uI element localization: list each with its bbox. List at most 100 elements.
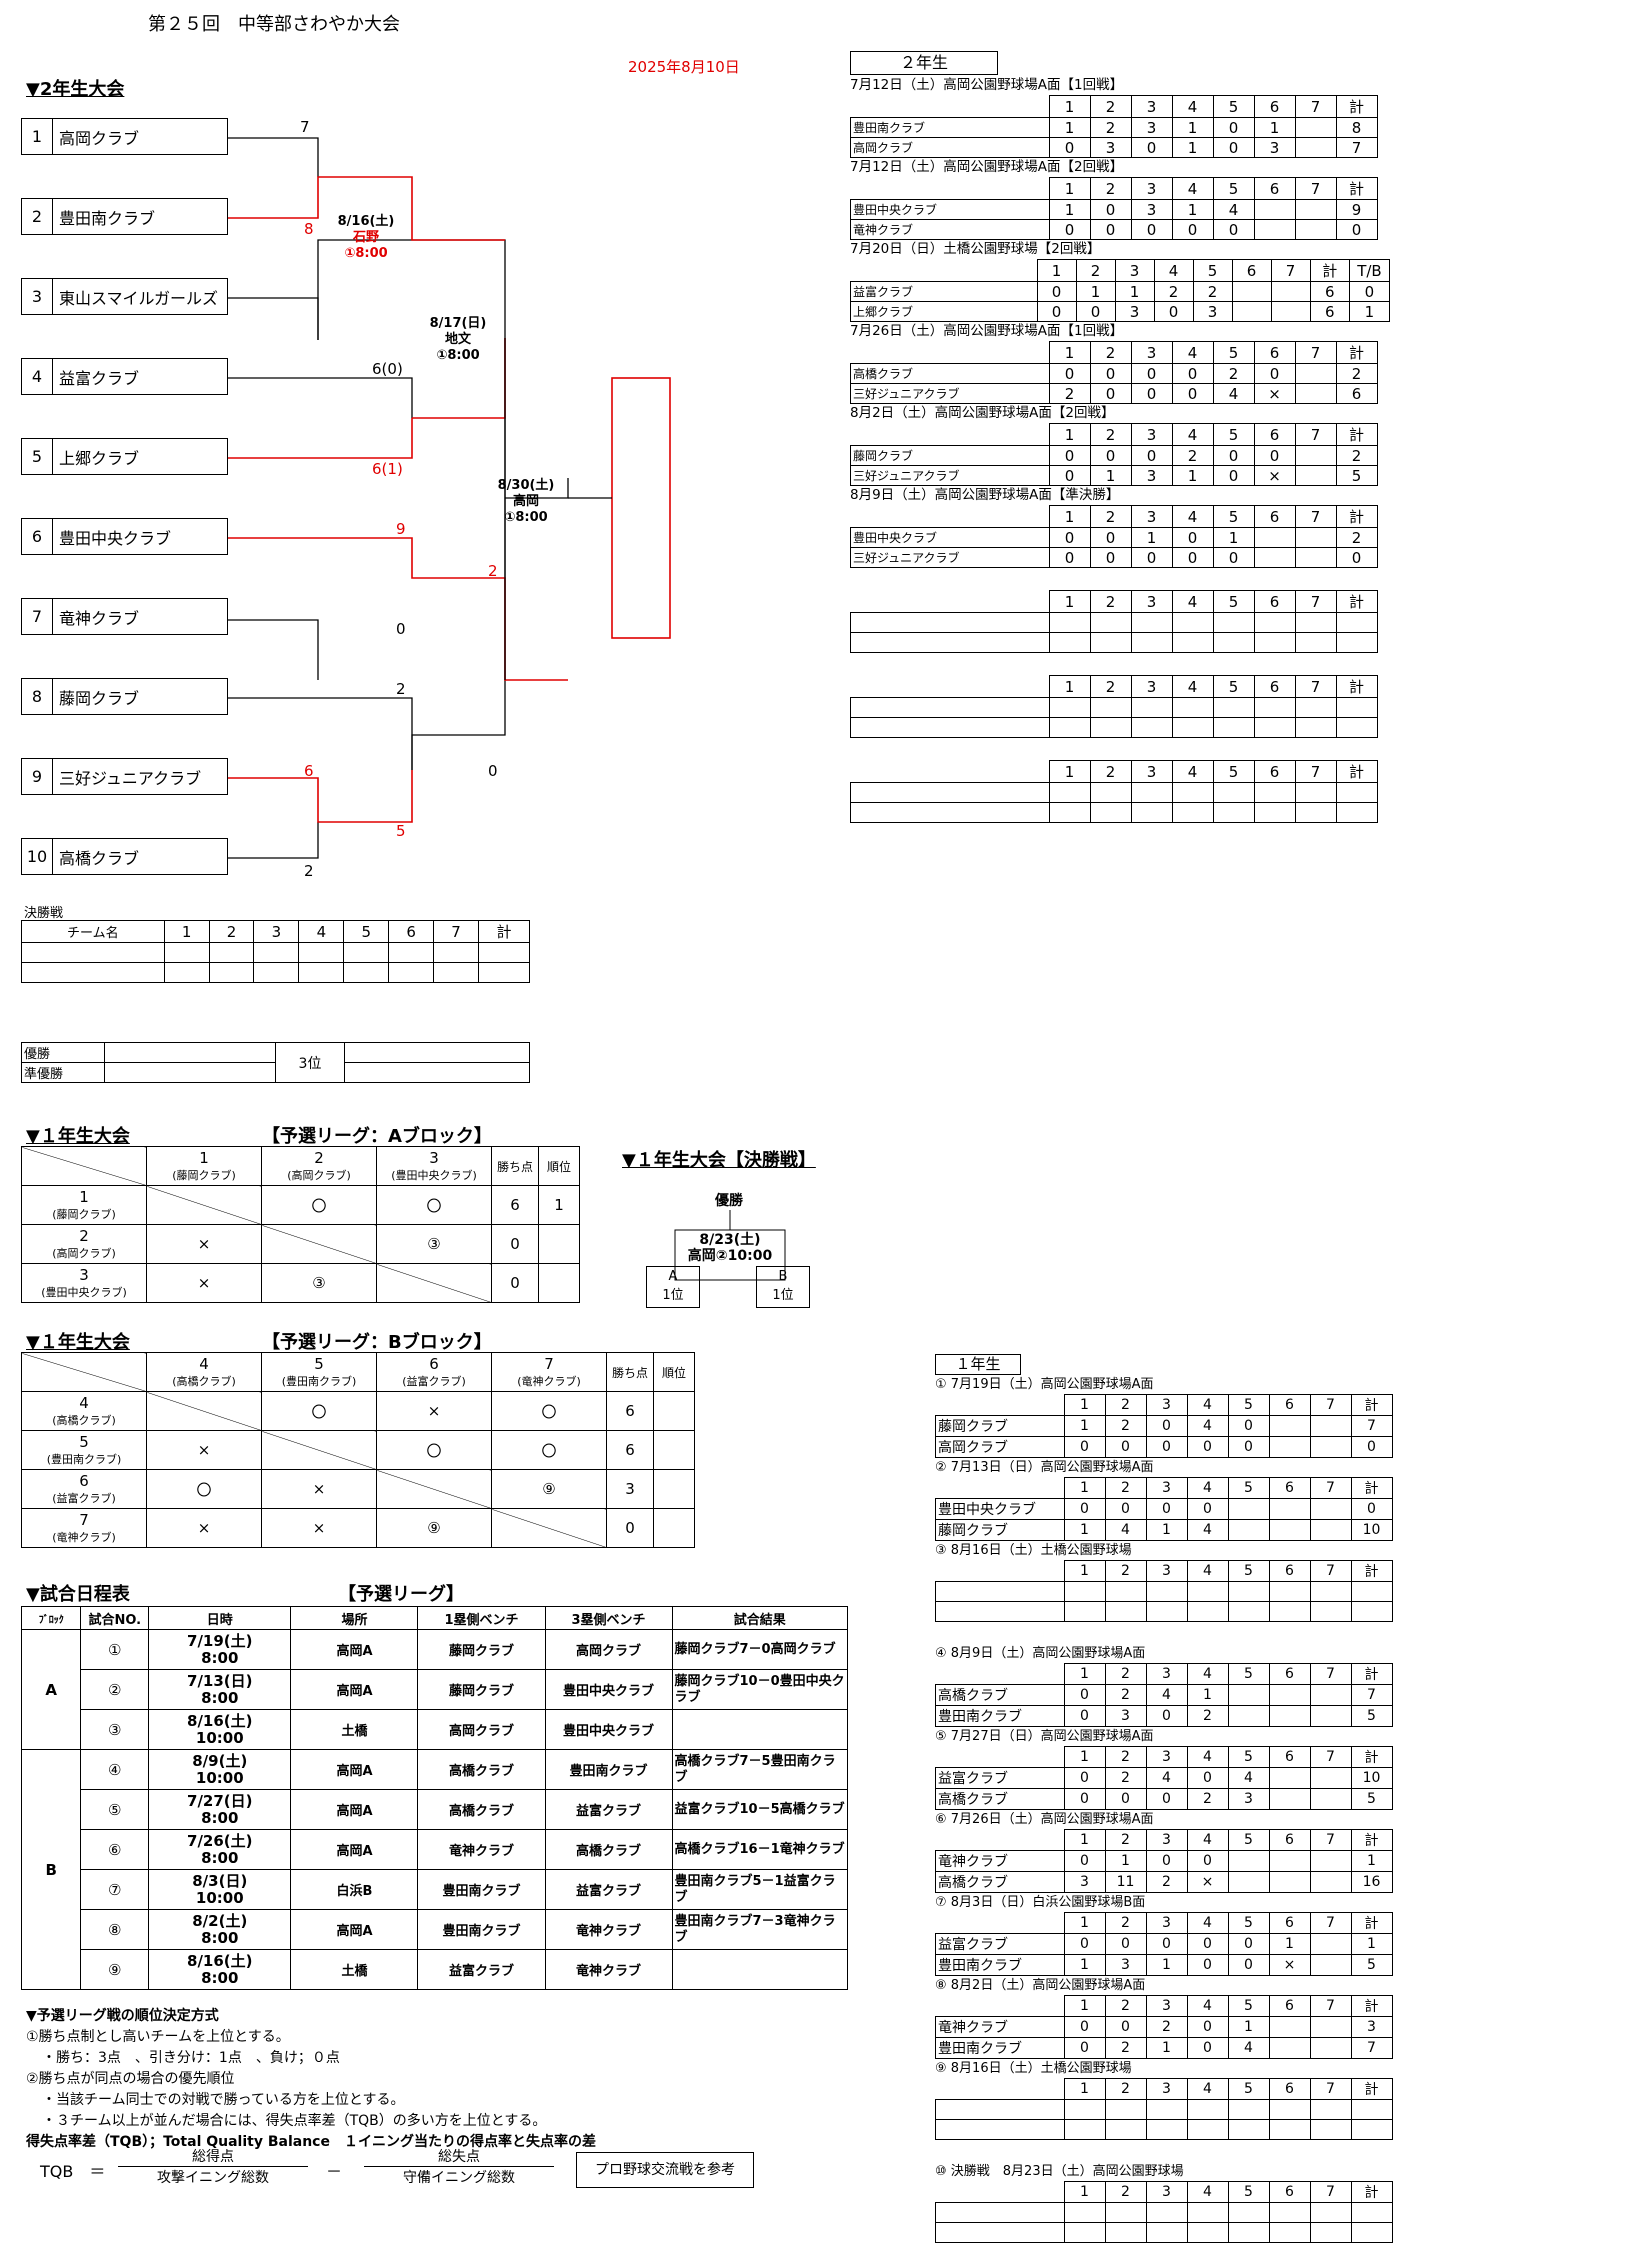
inning-score: 11 bbox=[1104, 1871, 1147, 1893]
league-result: × bbox=[146, 1263, 262, 1303]
game3-time: ①8:00 bbox=[504, 510, 548, 525]
inning-score: 1 bbox=[1048, 199, 1091, 220]
schedule-bench1: 藤岡クラブ bbox=[417, 1629, 546, 1670]
inning-header: 4 bbox=[1153, 259, 1194, 282]
league-row-header: 6(益富クラブ) bbox=[21, 1469, 147, 1509]
inning-corner bbox=[850, 177, 1050, 200]
schedule-datetime: 8/16(土)8:00 bbox=[148, 1949, 292, 1990]
inning-header: 5 bbox=[1212, 177, 1255, 200]
inning-score: 0 bbox=[1171, 219, 1214, 240]
league-col-team: (高橋クラブ) bbox=[172, 1375, 236, 1388]
inning-score: 0 bbox=[1212, 137, 1255, 158]
team-name: 上郷クラブ bbox=[59, 448, 140, 468]
schedule-no: ④ bbox=[80, 1749, 150, 1790]
schedule-datetime: 7/27(日)8:00 bbox=[148, 1789, 292, 1830]
inning-header: 4 bbox=[1186, 1477, 1229, 1499]
inning-header: 1 bbox=[1063, 2078, 1106, 2100]
team-name: 藤岡クラブ bbox=[850, 445, 1050, 466]
inning-corner bbox=[850, 341, 1050, 364]
inning-header: 1 bbox=[1063, 1560, 1106, 1582]
schedule-place: 白浜B bbox=[290, 1869, 419, 1910]
inning-header: 3 bbox=[1130, 341, 1173, 364]
inning-header: 計 bbox=[1335, 760, 1378, 783]
league-row-team: (高岡クラブ) bbox=[52, 1247, 116, 1260]
inning-score bbox=[1186, 1581, 1229, 1602]
inning-score bbox=[1171, 612, 1214, 633]
team-number: 8 bbox=[22, 679, 53, 714]
third-label: 3位 bbox=[275, 1042, 345, 1083]
inning-score bbox=[1309, 1498, 1352, 1520]
inning-score: 2 bbox=[1192, 281, 1233, 302]
inning-score bbox=[1253, 632, 1296, 653]
league-col-header: 1(藤岡クラブ) bbox=[146, 1146, 262, 1186]
inning-score: 16 bbox=[1350, 1871, 1393, 1893]
inning-header: 6 bbox=[1253, 675, 1296, 698]
team-name bbox=[850, 612, 1050, 633]
league-result: 〇 bbox=[491, 1430, 607, 1470]
score-9: 6 bbox=[304, 762, 314, 780]
bracket2-heading: ▼2年生大会 bbox=[26, 79, 125, 100]
league-result: 〇 bbox=[491, 1391, 607, 1431]
bracket-win-5 bbox=[228, 418, 413, 459]
inning-score bbox=[1350, 2099, 1393, 2120]
inning-row bbox=[850, 612, 1378, 633]
team-name: 益富クラブ bbox=[935, 1767, 1065, 1789]
inning-header: 3 bbox=[1145, 1746, 1188, 1768]
inning-header: 4 bbox=[1171, 341, 1214, 364]
inning-score: 0 bbox=[1104, 1436, 1147, 1458]
inning-header: 4 bbox=[1171, 590, 1214, 613]
inning-header: 7 bbox=[1309, 1477, 1352, 1499]
inning-score: 2 bbox=[1186, 1788, 1229, 1810]
inning-score: 2 bbox=[1335, 445, 1378, 466]
game-title: 8月2日（土）高岡公園野球場A面【2回戦】 bbox=[850, 405, 1115, 421]
inning-score: 1 bbox=[1145, 1519, 1188, 1541]
final-header-cell: 1 bbox=[163, 920, 210, 943]
inning-header: 7 bbox=[1270, 259, 1311, 282]
schedule-no: ⑦ bbox=[80, 1869, 150, 1910]
inning-row bbox=[935, 2099, 1393, 2120]
inning-score: 0 bbox=[1089, 547, 1132, 568]
inning-score: 2 bbox=[1048, 383, 1091, 404]
league-col-num: 6 bbox=[429, 1355, 439, 1373]
team-number: 2 bbox=[22, 199, 53, 234]
inning-header: 計 bbox=[1335, 675, 1378, 698]
final1-a: A bbox=[668, 1269, 678, 1284]
final1-a-box: A 1位 bbox=[646, 1266, 700, 1308]
inning-score: 0 bbox=[1048, 465, 1091, 486]
inning-score bbox=[1089, 717, 1132, 738]
final-header-cell: 4 bbox=[298, 920, 345, 943]
inning-score bbox=[1253, 612, 1296, 633]
inning-score bbox=[1294, 527, 1337, 548]
schedule-time: 8:00 bbox=[201, 1648, 239, 1667]
schedule-block: A bbox=[20, 1629, 82, 1750]
inning-header: 4 bbox=[1186, 1995, 1229, 2017]
rules-l4: ・当該チーム同士での対戦で勝っている方を上位とする。 bbox=[42, 2092, 405, 2108]
inning-corner bbox=[850, 590, 1050, 613]
schedule-header: 試合結果 bbox=[671, 1606, 849, 1630]
tb-score: 1 bbox=[1348, 301, 1391, 322]
final1-win: 優勝 bbox=[715, 1193, 743, 1209]
schedule-bench1: 豊田南クラブ bbox=[417, 1869, 546, 1910]
inning-score: × bbox=[1186, 1871, 1229, 1893]
schedule-time: 8:00 bbox=[201, 1848, 239, 1867]
inning-header: 1 bbox=[1063, 1663, 1106, 1685]
inning-header: 3 bbox=[1130, 423, 1173, 446]
inning-score: 0 bbox=[1186, 1767, 1229, 1789]
team-name: 三好ジュニアクラブ bbox=[850, 465, 1050, 486]
inning-score bbox=[1048, 697, 1091, 718]
inning-header: 3 bbox=[1145, 1477, 1188, 1499]
inning-score bbox=[1309, 1436, 1352, 1458]
score-8: 2 bbox=[396, 680, 406, 698]
team-name: 豊田南クラブ bbox=[935, 1954, 1065, 1976]
league-col-team: (竜神クラブ) bbox=[517, 1375, 581, 1388]
inning-header: 2 bbox=[1104, 1560, 1147, 1582]
inning-header: 7 bbox=[1309, 1912, 1352, 1934]
inning-score: 9 bbox=[1335, 199, 1378, 220]
